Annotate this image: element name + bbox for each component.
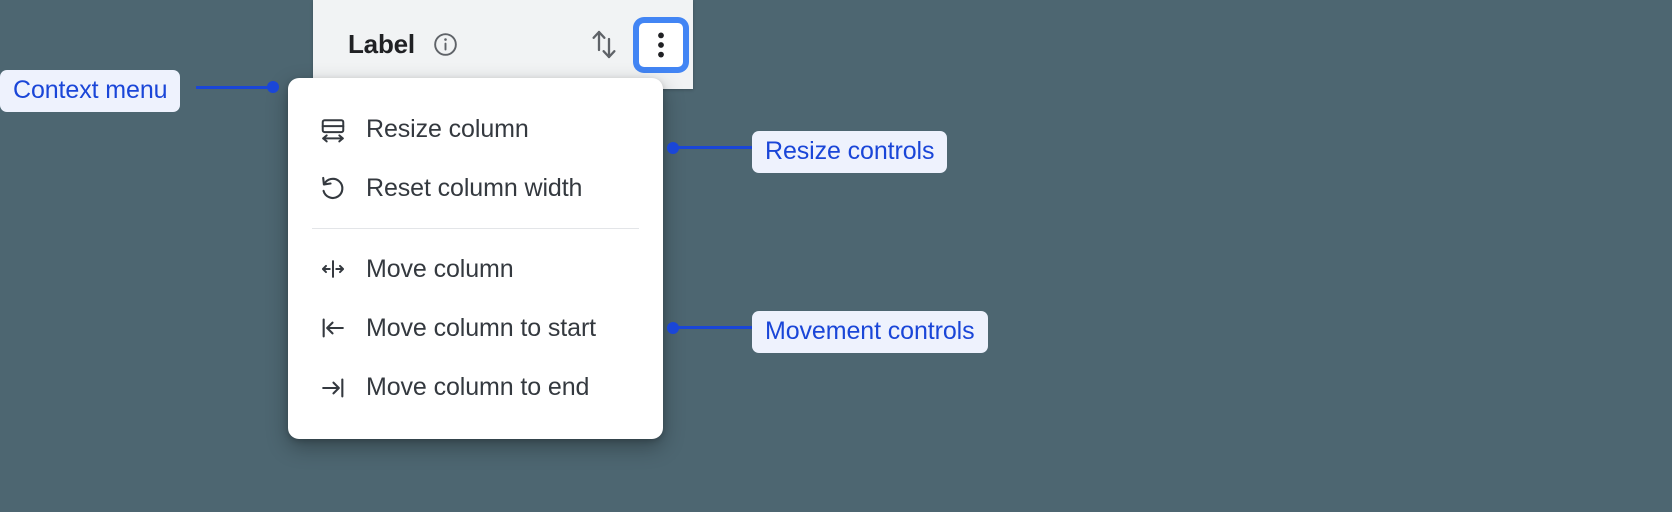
reset-width-icon [318, 174, 348, 204]
menu-item-move-column-to-end[interactable]: Move column to end [288, 358, 663, 417]
move-to-start-icon [318, 313, 348, 343]
move-to-end-icon [318, 373, 348, 403]
page-title: Label [348, 29, 415, 59]
more-vert-icon [658, 32, 664, 57]
menu-item-label: Reset column width [366, 174, 583, 203]
column-context-menu: Resize column Reset column width [288, 78, 663, 439]
menu-item-reset-column-width[interactable]: Reset column width [288, 159, 663, 218]
sort-up-down-icon[interactable] [587, 26, 621, 64]
resize-column-icon [318, 115, 348, 145]
annotation-resize-controls: Resize controls [752, 131, 948, 173]
annotation-connector-movement-controls [673, 326, 752, 329]
info-circle-icon[interactable] [432, 31, 459, 58]
menu-item-label: Move column to end [366, 373, 590, 402]
annotation-connector-resize-controls [673, 146, 752, 149]
menu-item-resize-column[interactable]: Resize column [288, 100, 663, 159]
column-header: Label [313, 0, 693, 89]
menu-item-label: Move column [366, 254, 514, 283]
menu-item-move-column-to-start[interactable]: Move column to start [288, 299, 663, 358]
annotation-movement-controls: Movement controls [752, 311, 988, 353]
annotation-context-menu: Context menu [0, 70, 181, 112]
column-menu-button[interactable] [637, 20, 685, 69]
annotation-connector-context-menu [196, 86, 272, 89]
annotation-dot-context-menu [267, 81, 279, 93]
menu-divider [312, 228, 639, 229]
move-column-icon [318, 254, 348, 284]
menu-item-move-column[interactable]: Move column [288, 240, 663, 299]
menu-item-label: Resize column [366, 115, 529, 144]
menu-item-label: Move column to start [366, 313, 597, 342]
